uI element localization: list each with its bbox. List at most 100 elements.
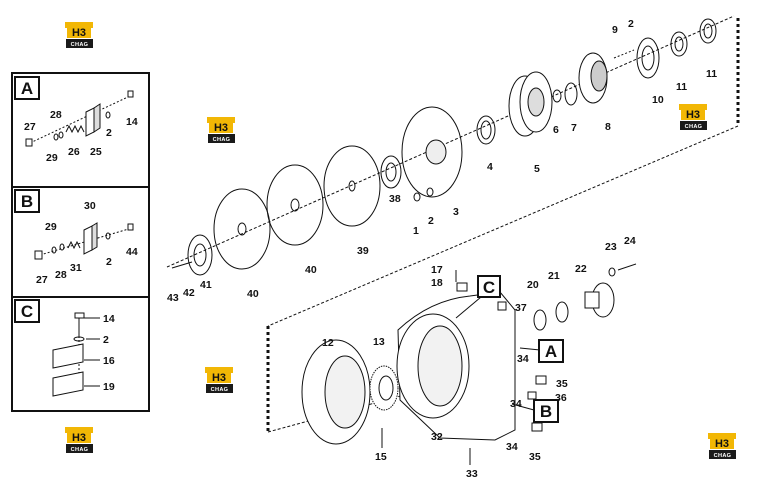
- part-label: 42: [183, 287, 195, 299]
- ring-10: [636, 37, 660, 79]
- part-label: 20: [527, 279, 539, 291]
- brand-logo-6: H3 CHAG: [706, 433, 738, 461]
- part-label: 43: [167, 292, 179, 304]
- brand-logo-3: H3 CHAG: [677, 104, 709, 132]
- svg-text:19: 19: [103, 381, 115, 393]
- svg-text:26: 26: [68, 146, 80, 158]
- flywheel-plate-3: [401, 106, 463, 198]
- inset-c: C 14 2 16 19: [14, 299, 115, 397]
- ring-7: [564, 82, 578, 106]
- brand-logo-1: H3 CHAG: [63, 22, 95, 50]
- part-label: 36: [555, 392, 567, 404]
- svg-text:14: 14: [126, 116, 138, 128]
- svg-text:H3: H3: [72, 432, 86, 444]
- part-label: 11: [706, 68, 717, 80]
- svg-text:30: 30: [84, 200, 96, 212]
- part-label: 38: [389, 193, 401, 205]
- ring-38: [380, 155, 402, 189]
- svg-text:25: 25: [90, 146, 102, 158]
- svg-text:H3: H3: [715, 438, 729, 450]
- svg-text:CHAG: CHAG: [685, 124, 703, 130]
- part-label: 6: [553, 124, 559, 136]
- ring-21: [555, 301, 569, 323]
- svg-text:CHAG: CHAG: [213, 137, 231, 143]
- part-label: 8: [605, 121, 611, 133]
- part-label: 40: [305, 264, 317, 276]
- inset-c-labels: 14 2 16 19: [103, 313, 115, 393]
- ring-6: [552, 89, 562, 103]
- svg-text:2: 2: [103, 334, 109, 346]
- part-label: 3: [453, 206, 459, 218]
- callout-c: C: [477, 275, 501, 298]
- washer-1: [413, 192, 421, 202]
- svg-text:28: 28: [50, 109, 62, 121]
- ring-20: [533, 309, 547, 331]
- washer-23: [608, 267, 616, 277]
- washer-2: [426, 187, 434, 197]
- plug-37: [497, 301, 507, 311]
- svg-text:CHAG: CHAG: [71, 42, 89, 48]
- svg-text:CHAG: CHAG: [211, 387, 229, 393]
- part-label: 41: [200, 279, 212, 291]
- part-label: 23: [605, 241, 617, 253]
- part-label: 21: [548, 270, 560, 282]
- inset-b-letter: B: [21, 192, 33, 211]
- part-label: 18: [431, 277, 443, 289]
- inset-a-letter: A: [21, 79, 33, 98]
- svg-text:31: 31: [70, 262, 82, 274]
- plug-35b: [531, 422, 543, 432]
- part-label: 11: [676, 81, 687, 93]
- disc-40-right: [266, 164, 324, 246]
- svg-text:29: 29: [46, 152, 58, 164]
- svg-text:27: 27: [36, 274, 48, 286]
- svg-text:A: A: [545, 342, 557, 361]
- inset-b: B 30 29 27 28 31 2 44: [14, 189, 138, 286]
- seal-4: [476, 115, 496, 145]
- part-label: 2: [628, 18, 634, 30]
- part-label: 35: [529, 451, 541, 463]
- svg-text:2: 2: [106, 127, 112, 139]
- ring-41: [187, 234, 213, 276]
- brand-logo-5: H3 CHAG: [63, 427, 95, 455]
- svg-text:29: 29: [45, 221, 57, 233]
- part-label: 24: [624, 235, 636, 247]
- part-label: 35: [556, 378, 568, 390]
- callout-a: A: [538, 339, 564, 363]
- bolt-24: [617, 263, 637, 271]
- part-label: 34: [506, 441, 518, 453]
- callout-b: B: [533, 399, 559, 423]
- brand-logo-2: H3 CHAG: [205, 117, 237, 145]
- part-label: 13: [373, 336, 385, 348]
- inset-a-labels: 28 27 29 26 25 2 14: [24, 109, 138, 164]
- part-label: 7: [571, 122, 577, 134]
- svg-text:27: 27: [24, 121, 36, 133]
- seal-11a: [670, 31, 688, 57]
- part-label: 1: [413, 225, 419, 237]
- brand-logo-4: H3 CHAG: [203, 367, 235, 395]
- part-label: 39: [357, 245, 369, 257]
- svg-text:B: B: [540, 402, 552, 421]
- inset-panels: [11, 72, 150, 412]
- disc-39: [323, 145, 381, 227]
- svg-text:CHAG: CHAG: [71, 447, 89, 453]
- part-label: 10: [652, 94, 664, 106]
- part-label: 37: [515, 302, 527, 314]
- plug-35a: [535, 375, 547, 385]
- seal-11b: [699, 18, 717, 44]
- svg-text:CHAG: CHAG: [714, 453, 732, 459]
- part-labels: 1 2 2 3 4 5 6 7 8 9 10 11 11 12 13 15 17…: [167, 18, 717, 480]
- part-label: 2: [428, 215, 434, 227]
- svg-text:44: 44: [126, 246, 138, 258]
- svg-text:16: 16: [103, 355, 115, 367]
- gear-13: [369, 365, 399, 411]
- part-label: 15: [375, 451, 387, 463]
- part-label: 34: [517, 353, 529, 365]
- svg-text:2: 2: [106, 256, 112, 268]
- inset-b-labels: 30 29 27 28 31 2 44: [36, 200, 138, 286]
- inset-c-letter: C: [21, 302, 33, 321]
- svg-text:H3: H3: [72, 27, 86, 39]
- part-label: 40: [247, 288, 259, 300]
- part-label: 17: [431, 264, 443, 276]
